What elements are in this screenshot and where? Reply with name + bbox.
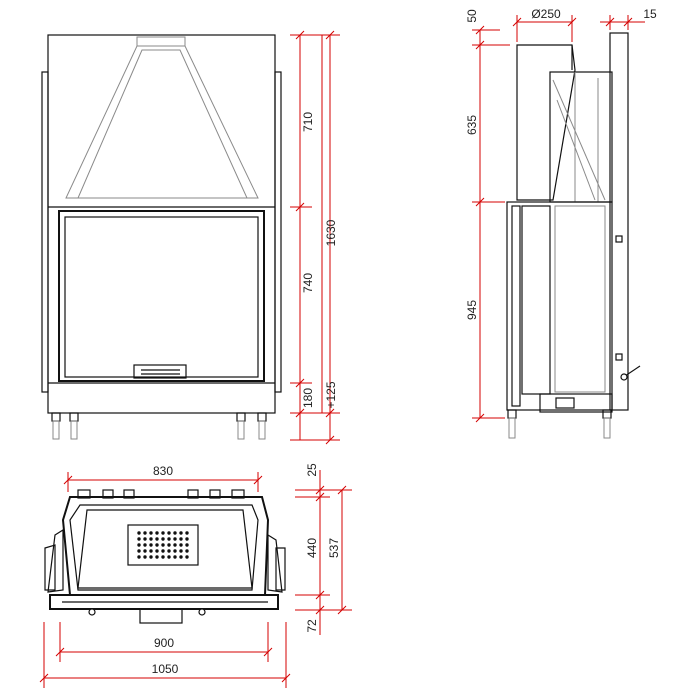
front-door-glass <box>64 216 259 378</box>
plan-dim-width-overall: 1050 <box>152 662 179 676</box>
side-dim-top-offset: 50 <box>465 9 479 23</box>
plan-vent-holes <box>137 531 189 559</box>
plan-dim-depth-inner: 440 <box>305 538 319 558</box>
front-legs <box>51 412 267 440</box>
front-dimension-lines <box>290 30 340 445</box>
side-firebox <box>554 205 606 393</box>
plan-outer-body <box>61 496 270 596</box>
front-dim-middle: 740 <box>301 273 315 293</box>
plan-front-foot-right <box>198 608 206 616</box>
side-dim-back-gap: 15 <box>643 7 657 21</box>
front-body-outline <box>47 34 276 414</box>
plan-front-foot-left <box>88 608 96 616</box>
side-dim-flue: Ø250 <box>531 7 561 21</box>
front-dim-overall: 1630 <box>324 219 338 246</box>
side-back-panel <box>609 32 629 411</box>
side-view: 50 Ø250 15 635 945 <box>465 7 657 439</box>
plan-view: 830 900 1050 25 440 537 72 <box>39 463 352 688</box>
front-flue-collar <box>136 36 186 47</box>
side-dim-lower: 945 <box>465 300 479 320</box>
plan-right-wing-inner <box>275 547 286 591</box>
plan-dim-depth-overall: 537 <box>327 538 341 558</box>
front-hood-inner <box>77 49 248 199</box>
front-right-panel <box>274 71 282 393</box>
plan-left-wing-inner <box>44 544 56 591</box>
side-flue-duct <box>516 44 576 201</box>
plan-inner-body <box>69 504 259 591</box>
side-dim-upper: 635 <box>465 115 479 135</box>
plan-dimension-lines <box>39 470 352 688</box>
side-dimension-lines <box>472 15 645 423</box>
plan-vent-grid <box>127 524 199 566</box>
plan-dim-width-top: 830 <box>153 464 173 478</box>
side-door-edge <box>511 205 521 407</box>
side-lower-body <box>506 201 613 411</box>
front-door-frame <box>58 210 265 382</box>
front-dim-bottom: 180 <box>301 388 315 408</box>
plan-left-wing <box>47 528 64 593</box>
front-dim-top: 710 <box>301 112 315 132</box>
plan-firebox <box>77 509 253 589</box>
plan-dim-depth-offset: 25 <box>305 463 319 477</box>
plan-right-wing <box>267 533 283 593</box>
plan-top-knobs <box>77 489 245 499</box>
front-hood-outer <box>65 45 259 199</box>
front-door-handle <box>133 364 187 379</box>
plan-dim-width-inner: 900 <box>154 636 174 650</box>
side-hood-body <box>549 71 613 203</box>
side-door-frame <box>521 205 551 395</box>
plan-dim-depth-front: 72 <box>305 619 319 633</box>
front-view: 710 740 180 1630 +125 <box>41 30 340 445</box>
front-left-panel <box>41 71 49 393</box>
plan-front-handle <box>139 608 183 624</box>
front-dim-leg: +125 <box>324 381 338 408</box>
side-lever-knob <box>620 373 628 381</box>
side-legs <box>507 409 612 439</box>
side-base-box <box>539 393 613 413</box>
side-base-vent <box>555 397 575 409</box>
